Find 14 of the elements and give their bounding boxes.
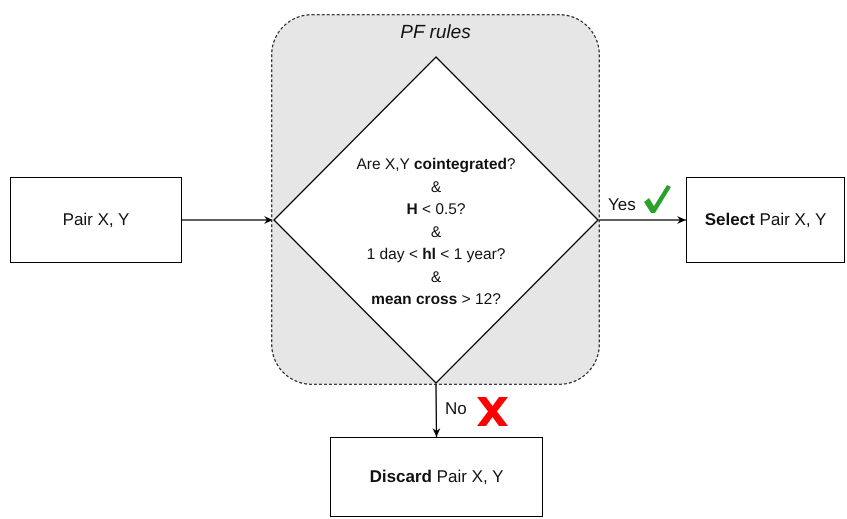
arrow (432, 384, 440, 437)
condition-text: 1 day < hl < 1 year? (366, 246, 506, 263)
arrow (599, 216, 686, 224)
condition-text: mean cross > 12? (371, 291, 501, 308)
process-box: Select Pair X, Y (686, 177, 845, 263)
process-box: Discard Pair X, Y (330, 437, 543, 517)
group-title: PF rules (400, 22, 471, 44)
arrow (182, 216, 273, 224)
condition-text: & (430, 268, 442, 286)
condition-text: Are X,Y cointegrated? (356, 156, 516, 173)
condition-text: H < 0.5? (406, 201, 466, 218)
process-box: Pair X, Y (10, 177, 182, 263)
condition-text: & (430, 224, 442, 240)
condition-text: & (430, 178, 442, 196)
